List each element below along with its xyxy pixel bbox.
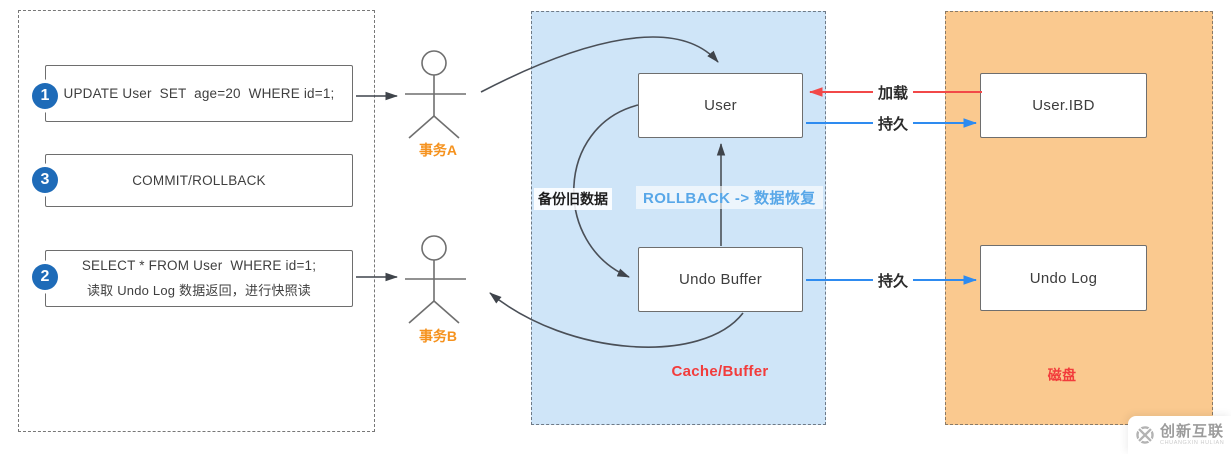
statement-box-commit-rollback: COMMIT/ROLLBACK xyxy=(45,154,353,207)
step-badge-3: 3 xyxy=(32,167,58,193)
brand-tagline: CHUANGXIN HULIAN xyxy=(1160,439,1225,446)
brand-name: 创新互联 xyxy=(1160,422,1225,440)
actor-a-figure xyxy=(405,50,466,139)
backup-data-label: 备份旧数据 xyxy=(534,188,612,210)
rollback-recover-label: ROLLBACK -> 数据恢复 xyxy=(636,186,823,209)
sql-commit-text: COMMIT/ROLLBACK xyxy=(132,173,266,188)
persist-bottom-arrow-label: 持久 xyxy=(872,270,914,291)
statement-box-select: SELECT * FROM User WHERE id=1; 读取 Undo L… xyxy=(45,250,353,307)
user-node: User xyxy=(638,73,803,138)
sql-select-text: SELECT * FROM User WHERE id=1; xyxy=(81,258,317,273)
statement-box-update: UPDATE User SET age=20 WHERE id=1; xyxy=(45,65,353,122)
brand-logo-icon xyxy=(1136,426,1154,444)
disk-region-title: 磁盘 xyxy=(1047,367,1077,383)
load-arrow-label: 加载 xyxy=(872,82,914,103)
actor-b-figure xyxy=(405,235,466,324)
user-ibd-node: User.IBD xyxy=(980,73,1147,138)
step-badge-2: 2 xyxy=(32,264,58,290)
cache-region-title: Cache/Buffer xyxy=(671,363,769,380)
actor-b-label: 事务B xyxy=(418,328,458,344)
undo-buffer-node: Undo Buffer xyxy=(638,247,803,312)
persist-top-arrow-label: 持久 xyxy=(872,113,914,134)
undo-log-node: Undo Log xyxy=(980,245,1147,311)
actor-a-label: 事务A xyxy=(418,142,458,158)
sql-update-text: UPDATE User SET age=20 WHERE id=1; xyxy=(63,86,335,101)
snapshot-read-note: 读取 Undo Log 数据返回，进行快照读 xyxy=(86,283,311,298)
watermark-card: 创新互联 CHUANGXIN HULIAN xyxy=(1128,416,1231,454)
step-badge-1: 1 xyxy=(32,83,58,109)
